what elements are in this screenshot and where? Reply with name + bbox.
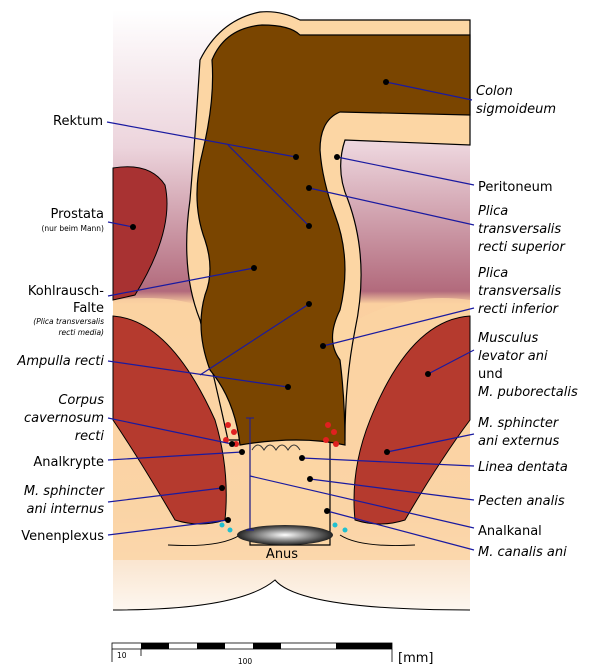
label-linea: Linea dentata: [478, 460, 568, 475]
label-sphincter-ext-2: ani externus: [478, 434, 560, 449]
label-plica-inf-2: transversalis: [478, 284, 561, 299]
label-sphincter-ext-1: M. sphincter: [478, 416, 560, 431]
scale-unit: [mm]: [398, 651, 433, 666]
label-kohlrausch-1: Kohlrausch-: [28, 284, 104, 299]
label-prostata-note: (nur beim Mann): [41, 224, 104, 233]
label-plica-sup-3: recti superior: [478, 240, 567, 255]
levator-muscle-right: [353, 315, 471, 525]
label-levator-4: M. puborectalis: [478, 385, 578, 400]
label-sphincter-int-2: ani internus: [27, 502, 105, 517]
label-corpus-1: Corpus: [58, 393, 104, 408]
analkanal-bracket: [246, 417, 254, 531]
label-rektum: Rektum: [53, 114, 103, 129]
label-plica-sup-2: transversalis: [478, 222, 561, 237]
corpus-cavernosum-dots: [223, 422, 339, 447]
anus-opening: [237, 525, 333, 545]
leader-lines: [106, 81, 475, 551]
label-peritoneum: Peritoneum: [478, 180, 553, 195]
leader-dots: [130, 79, 431, 523]
label-plica-sup-1: Plica: [478, 204, 508, 219]
label-levator-3: und: [478, 367, 503, 382]
label-analkanal: Analkanal: [478, 524, 542, 539]
label-colon-1: Colon: [476, 84, 513, 99]
label-analkrypte: Analkrypte: [33, 455, 104, 470]
label-prostata: Prostata: [50, 207, 104, 222]
prostate: [112, 166, 168, 301]
label-venenplexus: Venenplexus: [21, 529, 104, 544]
label-anus: Anus: [266, 547, 298, 562]
label-plica-inf-3: recti inferior: [478, 302, 560, 317]
label-sphincter-int-1: M. sphincter: [24, 484, 106, 499]
label-colon-2: sigmoideum: [476, 102, 556, 117]
levator-muscle-left: [112, 315, 227, 525]
label-levator-1: Musculus: [478, 331, 538, 346]
scale-label-10: 10: [117, 651, 127, 660]
label-kohlrausch-note-2: recti media): [58, 328, 104, 337]
scale-label-100: 100: [238, 657, 253, 666]
label-kohlrausch-note-1: (Plica transversalis: [33, 317, 104, 326]
label-plica-inf-1: Plica: [478, 266, 508, 281]
label-levator-2: levator ani: [478, 349, 548, 364]
label-corpus-2: cavernosum: [24, 411, 104, 426]
label-corpus-3: recti: [75, 429, 105, 444]
label-canalis: M. canalis ani: [478, 545, 567, 560]
label-pecten: Pecten analis: [478, 494, 565, 509]
rectal-lumen: [196, 24, 471, 446]
label-kohlrausch-2: Falte: [73, 301, 104, 316]
label-ampulla: Ampulla recti: [16, 354, 104, 369]
scale-bar: 10 100 [mm]: [111, 642, 433, 666]
